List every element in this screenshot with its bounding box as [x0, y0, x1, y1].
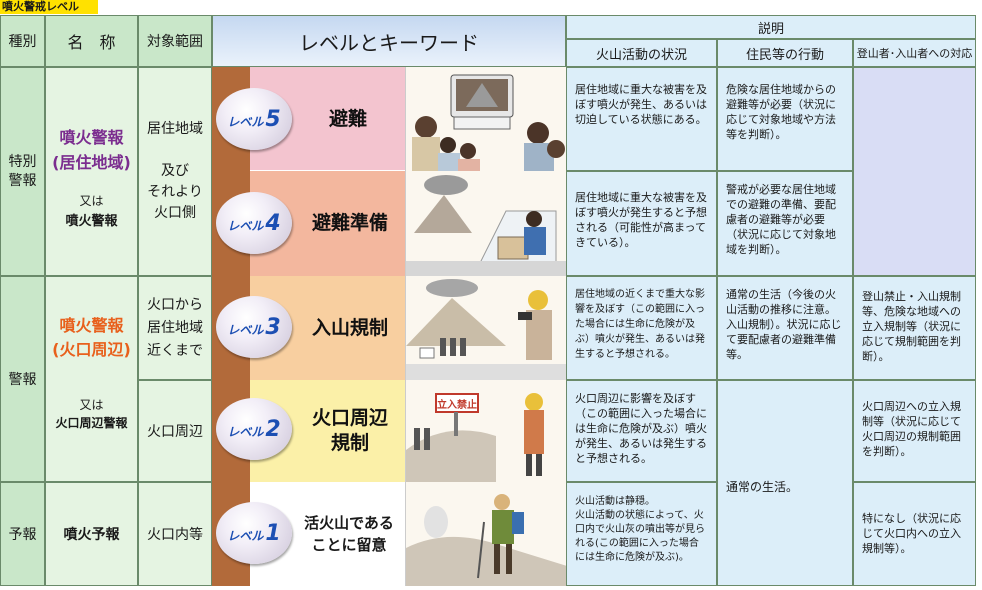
level-2-badge: レベル2 [216, 398, 292, 460]
level-1-badge-text: レベル1 [227, 520, 281, 546]
status-level5: 居住地域に重大な被害を及ぼす噴火が発生、あるいは切迫している状態にある。 [566, 67, 717, 171]
hiker-scene-icon [406, 482, 567, 586]
name-warning-cell [45, 276, 138, 482]
level-3-keyword: 入山規制 [311, 316, 388, 339]
evacuation-prep-scene-icon [406, 171, 567, 276]
level-4-keyword: 避難準備 [311, 212, 388, 234]
climber-level1: 特になし（状況に応じて火口内への立入規制等）。 [853, 482, 976, 586]
level-4-badge-text: レベル4 [227, 210, 281, 236]
header-explanation: 説明 [566, 15, 976, 39]
level-2-keyword: 火口周辺 規制 [311, 407, 388, 454]
level-5-badge: レベル5 [216, 88, 292, 150]
level-5-badge-text: レベル5 [227, 106, 281, 132]
category-warning: 警報 [0, 276, 45, 482]
climber-level4-5 [853, 67, 976, 276]
name-forecast: 噴火予報 [45, 482, 138, 586]
level-3-badge: レベル3 [216, 296, 292, 358]
target-level1: 火口内等 [138, 482, 212, 586]
level-4-badge: レベル4 [216, 192, 292, 254]
status-level4: 居住地域に重大な被害を及ぼす噴火が発生すると予想される（可能性が高まってきている… [566, 171, 717, 276]
level-4-illustration [405, 171, 567, 276]
resident-level3: 通常の生活（今後の火山活動の推移に注意。入山規制）。状況に応じて要配慮者の避難準… [717, 276, 853, 380]
level-1-badge: レベル1 [216, 502, 292, 564]
status-level3: 居住地域の近くまで重大な影響を及ぼす（この範囲に入った場合には生命に危険が及ぶ）… [566, 276, 717, 380]
category-forecast: 予報 [0, 482, 45, 586]
category-special: 特別 警報 [0, 67, 45, 276]
name-warning-or: 又は [79, 397, 104, 412]
name-warning-alt: 火口周辺警報 [55, 415, 128, 430]
status-level2: 火口周辺に影響を及ぼす（この範囲に入った場合には生命に危険が及ぶ）噴火が発生、あ… [566, 380, 717, 482]
climber-level3: 登山禁止・入山規制等、危険な地域への立入規制等（状況に応じて規制範囲を判断）。 [853, 276, 976, 380]
header-resident-action: 住民等の行動 [717, 39, 853, 67]
name-special-or: 又は [79, 193, 104, 208]
climbing-restriction-scene-icon [406, 276, 567, 380]
target-special: 居住地域 及び それより 火口側 [138, 67, 212, 276]
header-name: 名 称 [45, 15, 138, 67]
header-category: 種別 [0, 15, 45, 67]
sign-text: 立入禁止 [437, 398, 477, 411]
name-warning-main: 噴火警報 (火口周辺) [52, 316, 131, 359]
level-1-keyword: 活火山である ことに留意 [304, 514, 394, 554]
level-3-badge-text: レベル3 [227, 314, 281, 340]
level-2-illustration: 立入禁止 [405, 380, 567, 482]
header-climber-response: 登山者･入山者への対応 [853, 39, 976, 67]
level-1-illustration [405, 482, 567, 586]
climber-level2: 火口周辺への立入規制等（状況に応じて火口周辺の規制範囲を判断）。 [853, 380, 976, 482]
tv-evacuation-scene-icon [406, 67, 567, 171]
level-3-illustration [405, 276, 567, 380]
header-volcano-status: 火山活動の状況 [566, 39, 717, 67]
target-level3: 火口から 居住地域 近くまで [138, 276, 212, 380]
resident-level5: 危険な居住地域からの避難等が必要（状況に応じて対象地域や方法等を判断）。 [717, 67, 853, 171]
page-title: 噴火警戒レベル [0, 0, 98, 14]
name-special-cell [45, 67, 138, 276]
level-5-keyword: 避難 [328, 107, 367, 130]
status-level1: 火山活動は静穏。 火山活動の状態によって、火口内で火山灰の噴出等が見られる(この… [566, 482, 717, 586]
level-2-badge-text: レベル2 [227, 416, 281, 442]
name-special-alt: 噴火警報 [65, 213, 118, 229]
resident-level1-2: 通常の生活。 [717, 380, 853, 586]
name-special-main: 噴火警報 (居住地域) [52, 128, 131, 172]
header-level-keyword: レベルとキーワード [212, 15, 566, 67]
crater-restriction-scene-icon: 立入禁止 [406, 380, 567, 482]
level-5-illustration [405, 67, 567, 171]
target-level2: 火口周辺 [138, 380, 212, 482]
header-target: 対象範囲 [138, 15, 212, 67]
resident-level4: 警戒が必要な居住地域での避難の準備、要配慮者の避難等が必要（状況に応じて対象地域… [717, 171, 853, 276]
